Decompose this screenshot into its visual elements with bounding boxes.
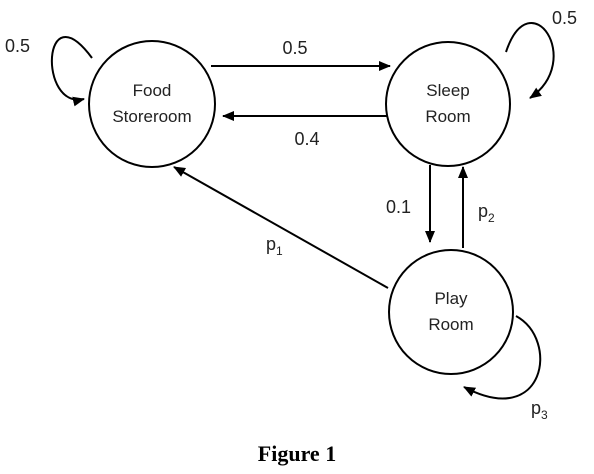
node-play-line1: Play <box>434 289 468 308</box>
node-food-storeroom: Food Storeroom <box>88 40 216 168</box>
node-sleep-room: Sleep Room <box>385 41 511 167</box>
label-food-to-sleep: 0.5 <box>282 38 307 58</box>
edge-sleep-self-loop <box>505 22 555 99</box>
node-food-line2: Storeroom <box>112 107 191 126</box>
label-play-self-base: p <box>531 398 541 418</box>
node-play-line2: Room <box>428 315 473 334</box>
label-food-self: 0.5 <box>5 36 30 56</box>
label-play-to-sleep-sub: 2 <box>488 211 495 225</box>
edge-food-self-loop <box>51 36 93 107</box>
figure-caption: Figure 1 <box>258 441 336 466</box>
edge-play-self-loop <box>463 315 542 400</box>
label-sleep-self: 0.5 <box>552 8 577 28</box>
edge-play-to-food <box>173 166 389 289</box>
node-sleep-line2: Room <box>425 107 470 126</box>
label-sleep-to-play: 0.1 <box>386 197 411 217</box>
label-play-self: p3 <box>531 398 548 422</box>
label-play-to-food: p1 <box>266 234 283 258</box>
label-sleep-to-food: 0.4 <box>294 129 319 149</box>
node-sleep-line1: Sleep <box>426 81 469 100</box>
node-food-line1: Food <box>133 81 172 100</box>
label-play-to-sleep: p2 <box>478 201 495 225</box>
label-play-to-sleep-base: p <box>478 201 488 221</box>
label-play-to-food-base: p <box>266 234 276 254</box>
label-play-to-food-sub: 1 <box>276 244 283 258</box>
node-play-room: Play Room <box>388 249 514 375</box>
label-play-self-sub: 3 <box>541 408 548 422</box>
